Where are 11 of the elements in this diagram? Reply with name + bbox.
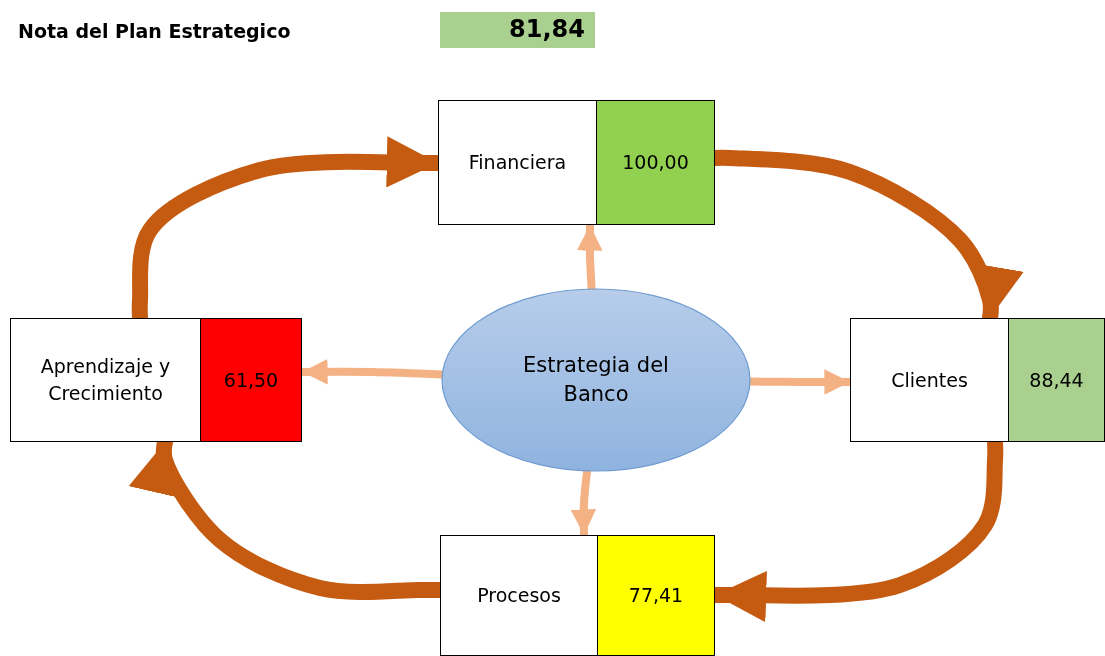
score-box: 61,50 — [200, 318, 302, 442]
score-box: 77,41 — [597, 535, 715, 656]
score-badge: 81,84 — [440, 12, 595, 48]
heading-label: Nota del Plan Estrategico — [18, 20, 291, 42]
perspective-box: Financiera — [438, 100, 597, 225]
perspective-box: Aprendizaje y Crecimiento — [10, 318, 201, 442]
score-box: 88,44 — [1008, 318, 1105, 442]
perspective-box: Clientes — [850, 318, 1009, 442]
perspective-box: Procesos — [440, 535, 598, 656]
strategy-ellipse: Estrategia del Banco — [441, 288, 751, 472]
score-box: 100,00 — [596, 100, 715, 225]
